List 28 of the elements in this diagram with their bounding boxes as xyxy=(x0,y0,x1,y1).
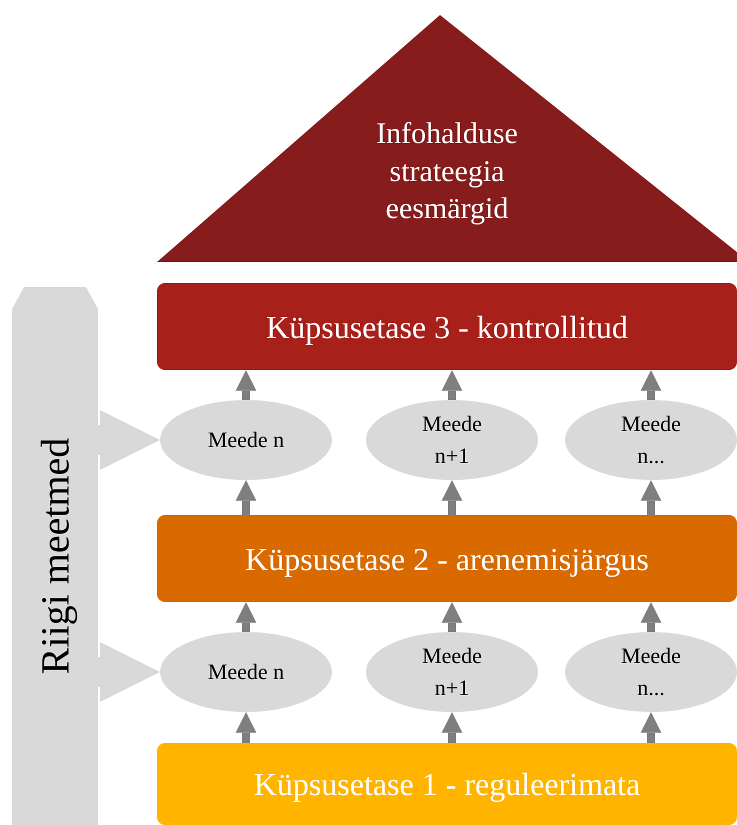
level-box xyxy=(157,743,737,825)
arrow xyxy=(442,480,462,515)
level-box xyxy=(157,283,737,370)
level-label: Küpsusetase 2 - arenemisjärgus xyxy=(245,540,649,578)
block-arrow xyxy=(98,410,160,470)
measure-label: Meede n+1 xyxy=(421,642,483,702)
measure-label: Meede n... xyxy=(620,410,682,470)
roof-label: Infohalduse strateegia eesmärgid xyxy=(375,116,519,227)
measure-label: Meede n xyxy=(208,426,284,454)
arrow xyxy=(236,370,256,400)
measure-label: Meede n xyxy=(208,658,284,686)
level-box xyxy=(157,515,737,602)
arrow xyxy=(640,602,662,632)
level-label: Küpsusetase 3 - kontrollitud xyxy=(266,308,628,346)
measure-label: Meede n+1 xyxy=(421,410,483,470)
side-bar-label: Riigi meetmed xyxy=(31,438,78,674)
arrow xyxy=(640,480,662,515)
measure-label: Meede n... xyxy=(620,642,682,702)
arrow xyxy=(442,712,462,743)
level-label: Küpsusetase 1 - reguleerimata xyxy=(254,765,640,804)
arrow xyxy=(236,480,256,515)
arrow xyxy=(640,712,662,743)
block-arrow xyxy=(98,642,160,702)
arrow xyxy=(442,370,462,400)
arrow xyxy=(442,602,462,632)
arrow xyxy=(640,370,662,400)
arrow xyxy=(236,602,256,632)
arrow xyxy=(236,712,256,743)
